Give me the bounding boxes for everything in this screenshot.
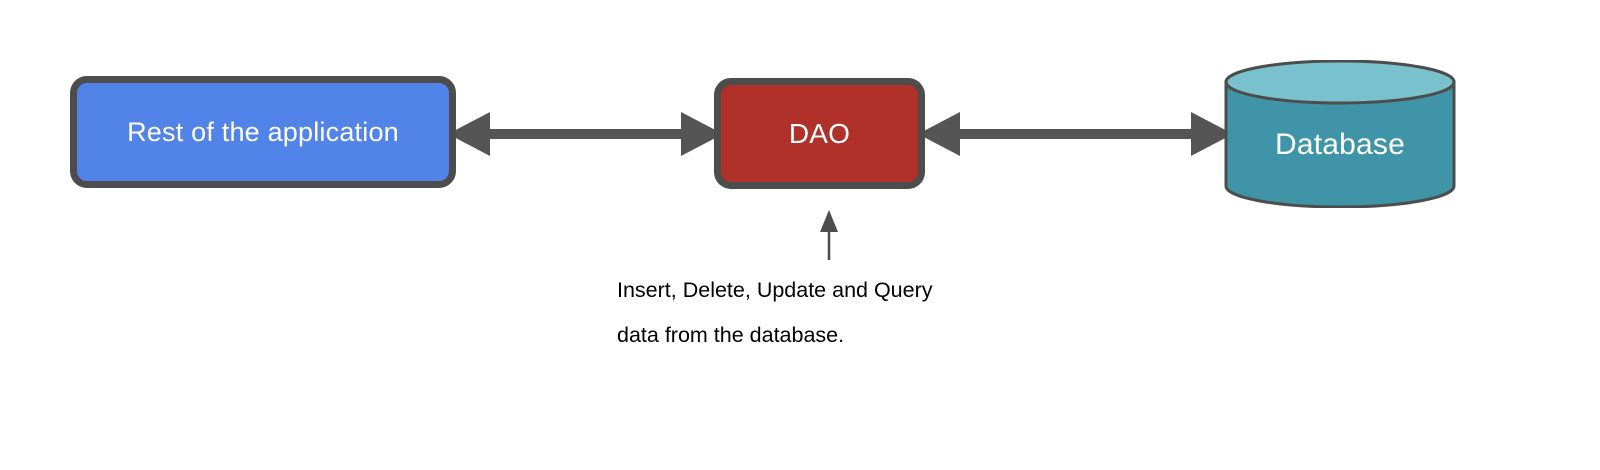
node-dao[interactable]: DAO	[714, 78, 925, 189]
node-label-dao: DAO	[788, 117, 851, 149]
connector-dao-database[interactable]	[918, 103, 1233, 165]
cylinder-shape	[1224, 60, 1456, 208]
node-label-application: Rest of the application	[127, 116, 399, 147]
node-database[interactable]: Database	[1224, 60, 1456, 208]
note-line-2: data from the database.	[617, 323, 845, 347]
connector-application-dao[interactable]	[448, 103, 723, 165]
node-rest-of-the-application[interactable]: Rest of the application	[70, 76, 456, 188]
note-text: Insert, Delete, Update and Query data fr…	[617, 268, 1137, 358]
node-label-database: Database	[1274, 128, 1406, 161]
connector-note-dao[interactable]	[806, 208, 854, 260]
note-line-1: Insert, Delete, Update and Query	[617, 278, 933, 302]
